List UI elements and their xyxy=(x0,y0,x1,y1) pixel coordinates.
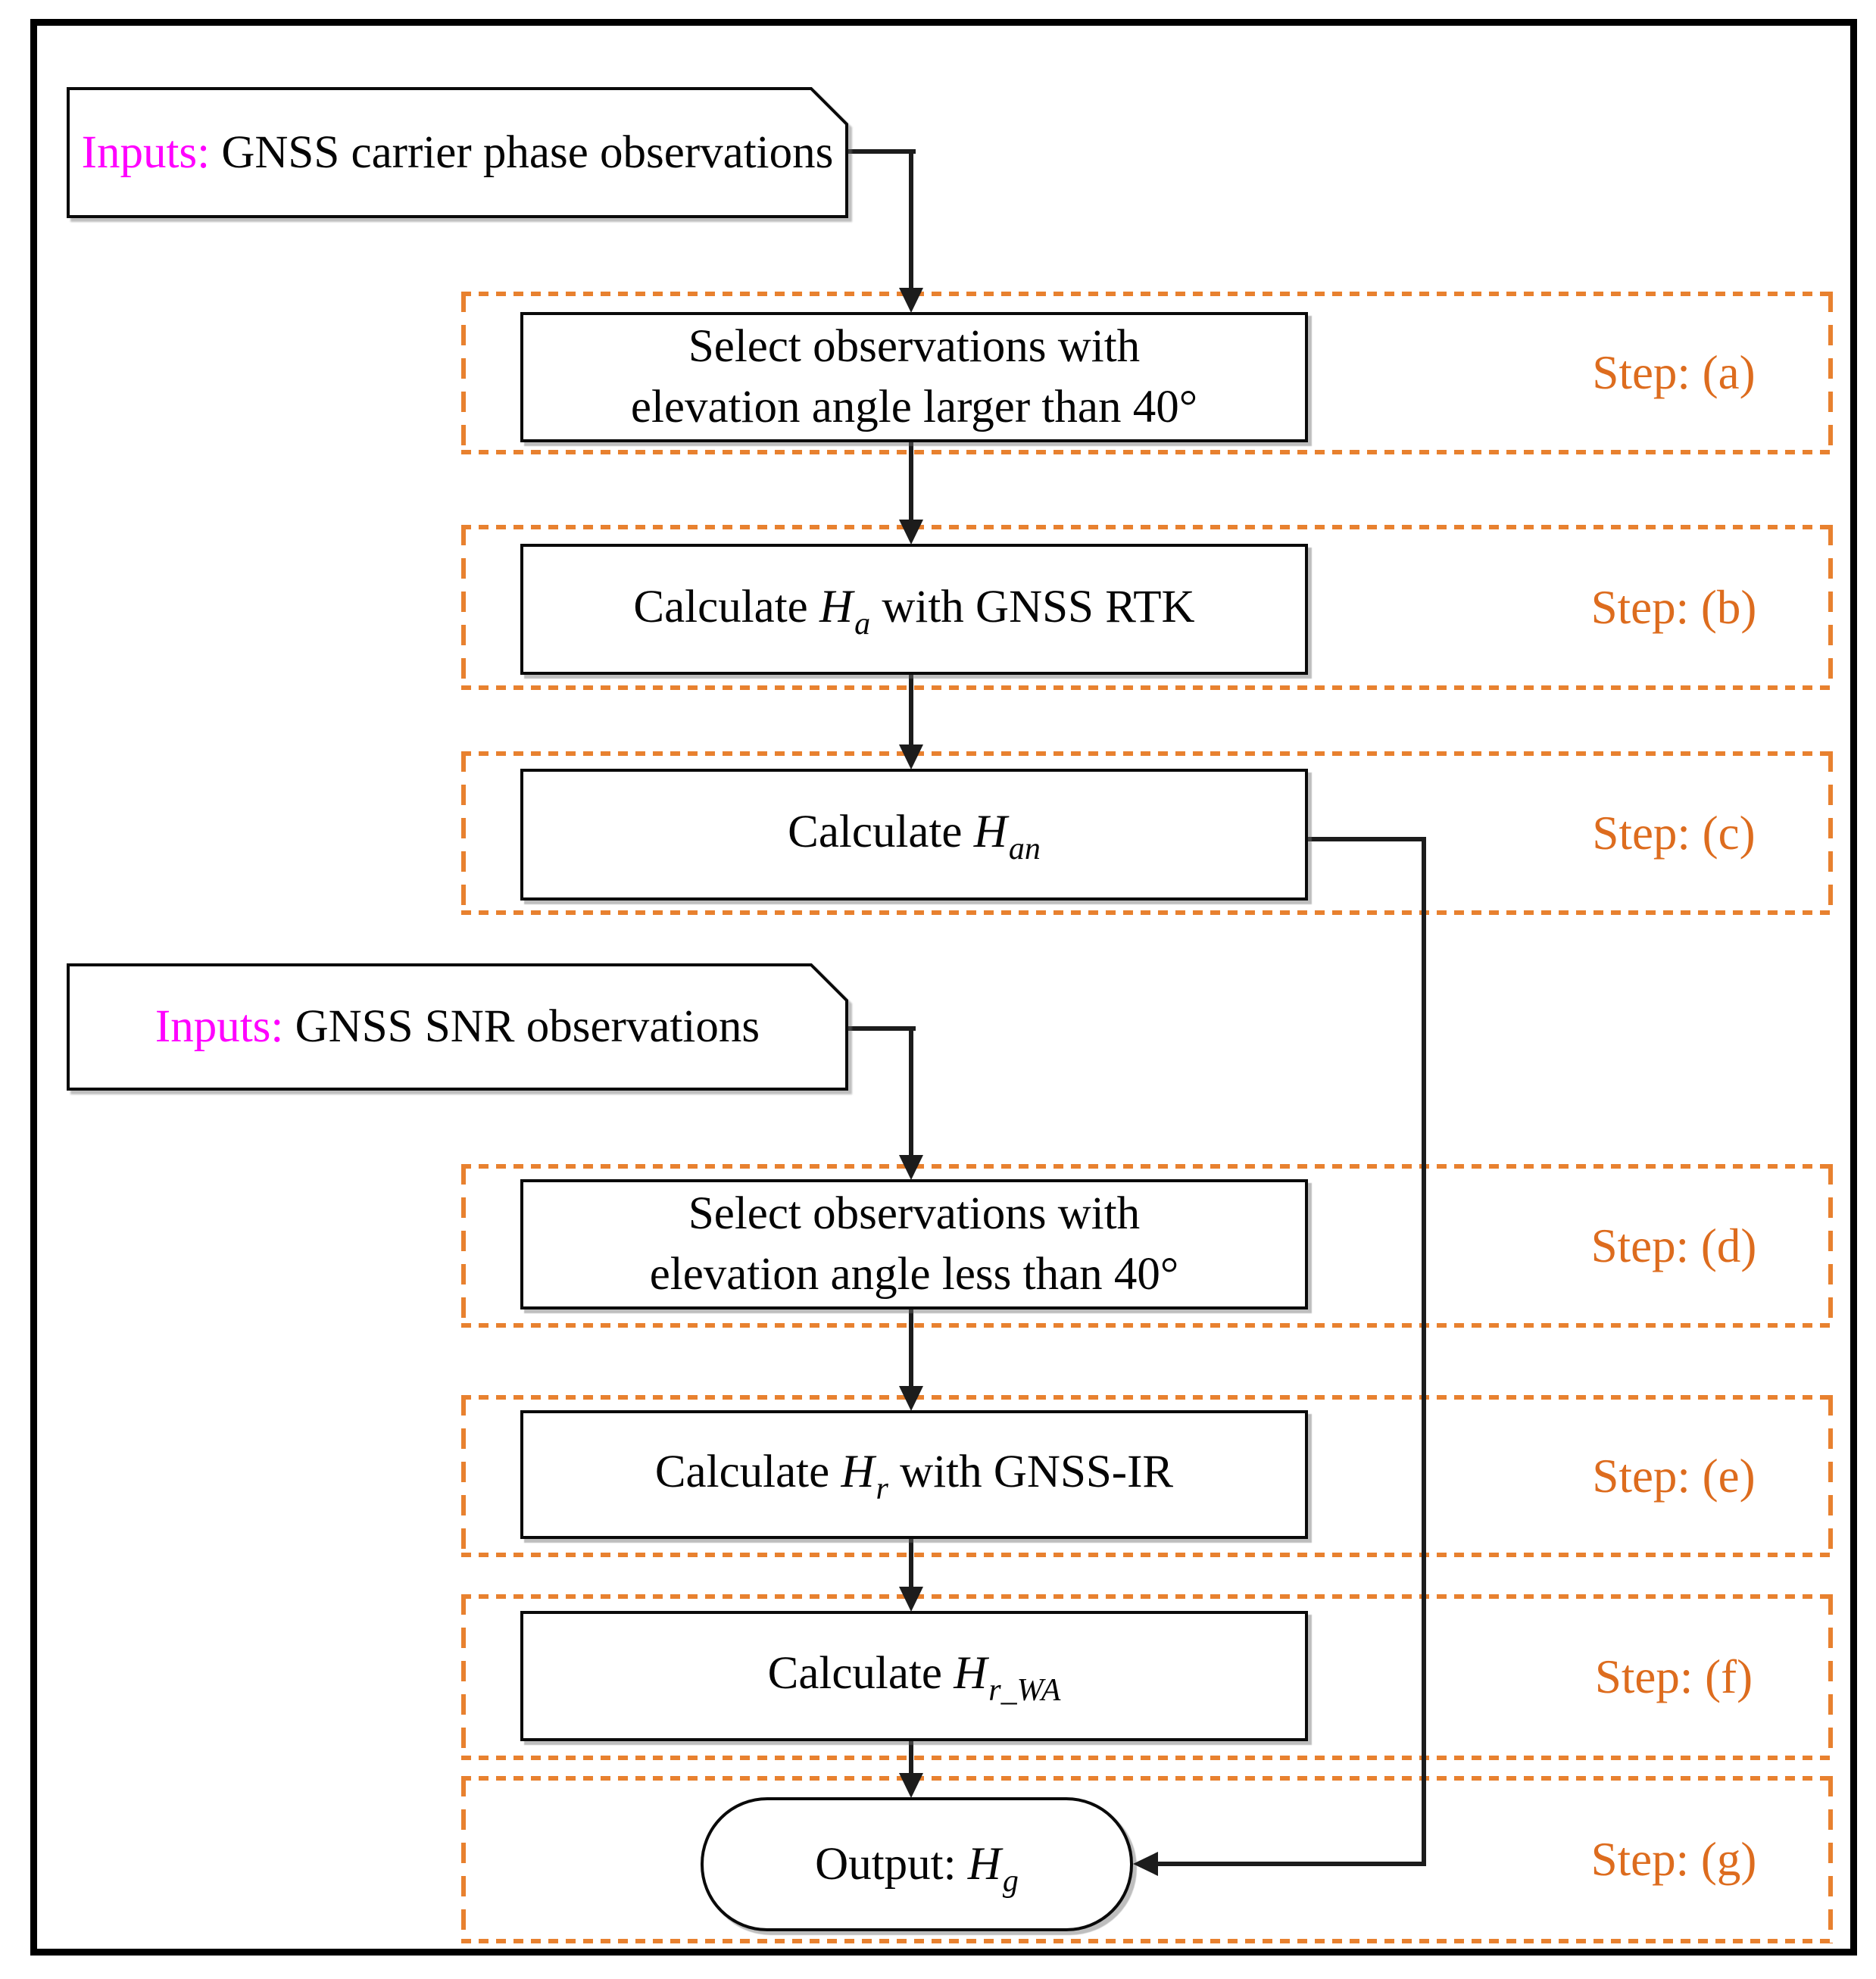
cut-corner-card-shape xyxy=(67,87,848,218)
step-label-g: Step: (g) xyxy=(1590,1833,1757,1886)
figure-border xyxy=(30,19,1857,1956)
connector-input2-vertical xyxy=(909,1026,913,1157)
input-card-carrier-phase: Inputs: GNSS carrier phase observations xyxy=(67,87,848,218)
process-box-calculate-ha: Calculate Ha with GNSS RTK xyxy=(520,544,1308,675)
process-box-select-high-elevation: Select observations with elevation angle… xyxy=(520,312,1308,442)
input-card-text: Inputs: GNSS carrier phase observations xyxy=(67,87,848,218)
box-formula: Calculate Hr_WA xyxy=(767,1648,1061,1708)
process-box-calculate-han: Calculate Han xyxy=(520,769,1308,901)
arrowhead-into-box-d xyxy=(899,1155,923,1180)
step-label-a: Step: (a) xyxy=(1592,346,1756,399)
inputs-prefix-label: Inputs: xyxy=(155,1001,284,1052)
box-line: Select observations with xyxy=(688,321,1141,372)
connector-input1-horizontal xyxy=(848,149,916,154)
input-description: GNSS carrier phase observations xyxy=(210,126,834,178)
arrowhead-into-output-top xyxy=(899,1773,923,1798)
arrowhead-into-box-c xyxy=(899,744,923,769)
box-formula: Calculate Ha with GNSS RTK xyxy=(633,581,1195,641)
step-label-b: Step: (b) xyxy=(1590,581,1757,634)
step-label-d: Step: (d) xyxy=(1590,1219,1757,1272)
box-line: Select observations with xyxy=(688,1188,1141,1239)
arrowhead-into-box-a xyxy=(899,288,923,313)
connector-d-to-e xyxy=(909,1308,913,1388)
connector-input2-horizontal xyxy=(848,1026,916,1031)
input-card-text: Inputs: GNSS SNR observations xyxy=(67,963,848,1091)
process-box-calculate-hr: Calculate Hr with GNSS-IR xyxy=(520,1410,1308,1539)
cut-corner-card-shape xyxy=(67,963,848,1091)
step-label-f: Step: (f) xyxy=(1594,1650,1753,1703)
connector-input1-vertical xyxy=(909,149,913,290)
output-terminator-hg: Output: Hg xyxy=(701,1797,1133,1931)
connector-c-to-output-vertical xyxy=(1422,837,1426,1866)
output-formula: Output: Hg xyxy=(815,1838,1019,1899)
connector-into-output-horizontal xyxy=(1153,1862,1426,1866)
step-label-e: Step: (e) xyxy=(1592,1450,1756,1503)
arrowhead-into-box-e xyxy=(899,1386,923,1411)
step-label-c: Step: (c) xyxy=(1592,807,1756,860)
input-card-snr: Inputs: GNSS SNR observations xyxy=(67,963,848,1091)
connector-b-to-c xyxy=(909,673,913,747)
arrowhead-into-output-right xyxy=(1133,1852,1158,1876)
inputs-prefix-label: Inputs: xyxy=(81,126,211,178)
input-description: GNSS SNR observations xyxy=(283,1001,760,1052)
process-box-select-low-elevation: Select observations with elevation angle… xyxy=(520,1179,1308,1309)
arrowhead-into-box-b xyxy=(899,520,923,545)
connector-e-to-f xyxy=(909,1537,913,1589)
box-formula: Calculate Han xyxy=(788,807,1041,866)
box-line: elevation angle larger than 40° xyxy=(630,382,1198,432)
process-box-calculate-hr-wa: Calculate Hr_WA xyxy=(520,1611,1308,1741)
arrowhead-into-box-f xyxy=(899,1587,923,1612)
box-formula: Calculate Hr with GNSS-IR xyxy=(654,1447,1174,1506)
connector-f-to-output xyxy=(909,1740,913,1775)
connector-a-to-b xyxy=(909,441,913,523)
connector-c-exit-horizontal xyxy=(1305,837,1426,841)
box-line: elevation angle less than 40° xyxy=(649,1249,1179,1300)
